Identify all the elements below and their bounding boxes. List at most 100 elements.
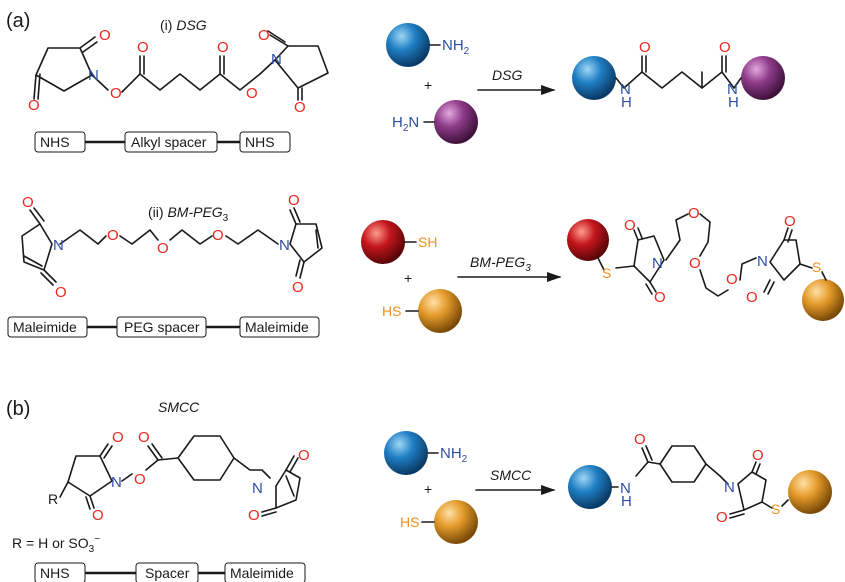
svg-text:O: O xyxy=(294,99,306,116)
svg-text:HS: HS xyxy=(382,303,401,319)
purple-sphere xyxy=(434,100,478,144)
dsg-structure: O N O O O O O N O O xyxy=(28,27,329,116)
smcc-box-diagram: NHS Spacer Maleimide xyxy=(34,562,306,582)
bm-peg3-reaction: SH + HS BM-PEG3 xyxy=(361,220,562,333)
panel-label-b: (b) xyxy=(6,398,30,420)
svg-text:O: O xyxy=(716,509,728,526)
svg-text:S: S xyxy=(602,265,611,281)
svg-text:+: + xyxy=(404,270,412,286)
svg-text:O: O xyxy=(217,39,229,56)
blue-sphere xyxy=(568,465,612,509)
svg-text:+: + xyxy=(424,77,432,93)
panel-label-a: (a) xyxy=(6,10,30,32)
svg-text:O: O xyxy=(112,429,124,446)
svg-text:O: O xyxy=(258,27,270,44)
svg-text:O: O xyxy=(212,227,224,244)
orange-sphere xyxy=(434,500,478,544)
svg-text:O: O xyxy=(288,192,300,209)
svg-text:O: O xyxy=(688,205,700,222)
svg-text:N: N xyxy=(757,253,768,270)
bm-peg3-structure: O N O O O O N O O xyxy=(21,192,323,301)
dsg-product: O O N H N H xyxy=(572,39,785,111)
bm-peg3-box-diagram: Maleimide PEG spacer Maleimide xyxy=(7,316,320,338)
svg-text:BM-PEG3: BM-PEG3 xyxy=(470,254,531,274)
dsg-box-diagram: NHS Alkyl spacer NHS xyxy=(34,131,291,153)
dsg-reaction: NH2 + H2N DSG xyxy=(386,23,556,144)
svg-text:N: N xyxy=(88,67,99,84)
svg-text:N: N xyxy=(652,255,663,272)
svg-text:O: O xyxy=(246,85,258,102)
svg-text:NH2: NH2 xyxy=(442,37,470,57)
svg-text:O: O xyxy=(292,279,304,296)
purple-sphere xyxy=(741,56,785,100)
svg-text:SH: SH xyxy=(418,234,437,250)
dsg-title: (i) DSG xyxy=(160,17,207,33)
svg-text:H: H xyxy=(621,493,632,510)
svg-text:O: O xyxy=(719,39,731,56)
svg-text:O: O xyxy=(726,271,738,288)
box-maleimide: Maleimide xyxy=(245,319,309,335)
svg-text:NH2: NH2 xyxy=(440,445,468,465)
smcc-structure: O N O O O R N O O xyxy=(48,429,310,524)
svg-text:DSG: DSG xyxy=(492,67,522,83)
svg-text:N: N xyxy=(727,81,738,98)
svg-text:N: N xyxy=(724,479,735,496)
svg-text:+: + xyxy=(424,481,432,497)
svg-text:O: O xyxy=(784,213,796,230)
svg-text:O: O xyxy=(634,431,646,448)
svg-text:O: O xyxy=(55,284,67,301)
svg-text:N: N xyxy=(271,51,282,68)
svg-text:N: N xyxy=(252,480,263,497)
smcc-title: SMCC xyxy=(158,399,200,415)
svg-text:O: O xyxy=(624,217,636,234)
svg-text:O: O xyxy=(689,255,701,272)
orange-sphere xyxy=(802,279,844,321)
svg-text:O: O xyxy=(137,39,149,56)
svg-text:O: O xyxy=(248,507,260,524)
svg-text:O: O xyxy=(22,194,34,211)
svg-text:O: O xyxy=(639,39,651,56)
blue-sphere xyxy=(384,431,428,475)
svg-text:O: O xyxy=(752,447,764,464)
svg-text:N: N xyxy=(111,474,122,491)
smcc-product: N H O N O O S xyxy=(568,431,832,526)
svg-text:HS: HS xyxy=(400,514,419,530)
svg-text:H: H xyxy=(728,94,739,111)
svg-text:O: O xyxy=(107,227,119,244)
box-nhs: NHS xyxy=(40,565,70,581)
svg-text:S: S xyxy=(771,501,780,517)
red-sphere xyxy=(361,220,405,264)
svg-text:R: R xyxy=(48,491,58,507)
svg-text:O: O xyxy=(654,289,666,306)
svg-text:H: H xyxy=(621,94,632,111)
box-peg-spacer: PEG spacer xyxy=(124,319,200,335)
svg-text:N: N xyxy=(53,237,64,254)
svg-text:N: N xyxy=(620,81,631,98)
svg-text:O: O xyxy=(138,429,150,446)
orange-sphere xyxy=(418,289,462,333)
box-maleimide: Maleimide xyxy=(230,565,294,581)
svg-text:O: O xyxy=(92,507,104,524)
svg-text:O: O xyxy=(99,27,111,44)
box-spacer: Spacer xyxy=(145,565,190,581)
bm-peg3-product: S O N O O O O N O O S xyxy=(567,205,844,321)
bm-peg3-title: (ii) BM-PEG3 xyxy=(148,204,229,224)
red-sphere xyxy=(567,219,609,261)
svg-text:H2N: H2N xyxy=(392,114,419,134)
box-alkyl-spacer: Alkyl spacer xyxy=(131,134,207,150)
box-maleimide: Maleimide xyxy=(13,319,77,335)
blue-sphere xyxy=(572,56,616,100)
r-group-note: R = H or SO3− xyxy=(12,534,100,555)
svg-text:N: N xyxy=(279,237,290,254)
svg-text:O: O xyxy=(157,240,169,257)
blue-sphere xyxy=(386,23,430,67)
svg-text:S: S xyxy=(812,259,821,275)
svg-text:O: O xyxy=(28,97,40,114)
orange-sphere xyxy=(788,470,832,514)
svg-text:N: N xyxy=(620,480,631,497)
svg-text:O: O xyxy=(134,471,146,488)
svg-text:O: O xyxy=(746,289,758,306)
box-nhs: NHS xyxy=(245,134,275,150)
svg-text:SMCC: SMCC xyxy=(490,467,532,483)
